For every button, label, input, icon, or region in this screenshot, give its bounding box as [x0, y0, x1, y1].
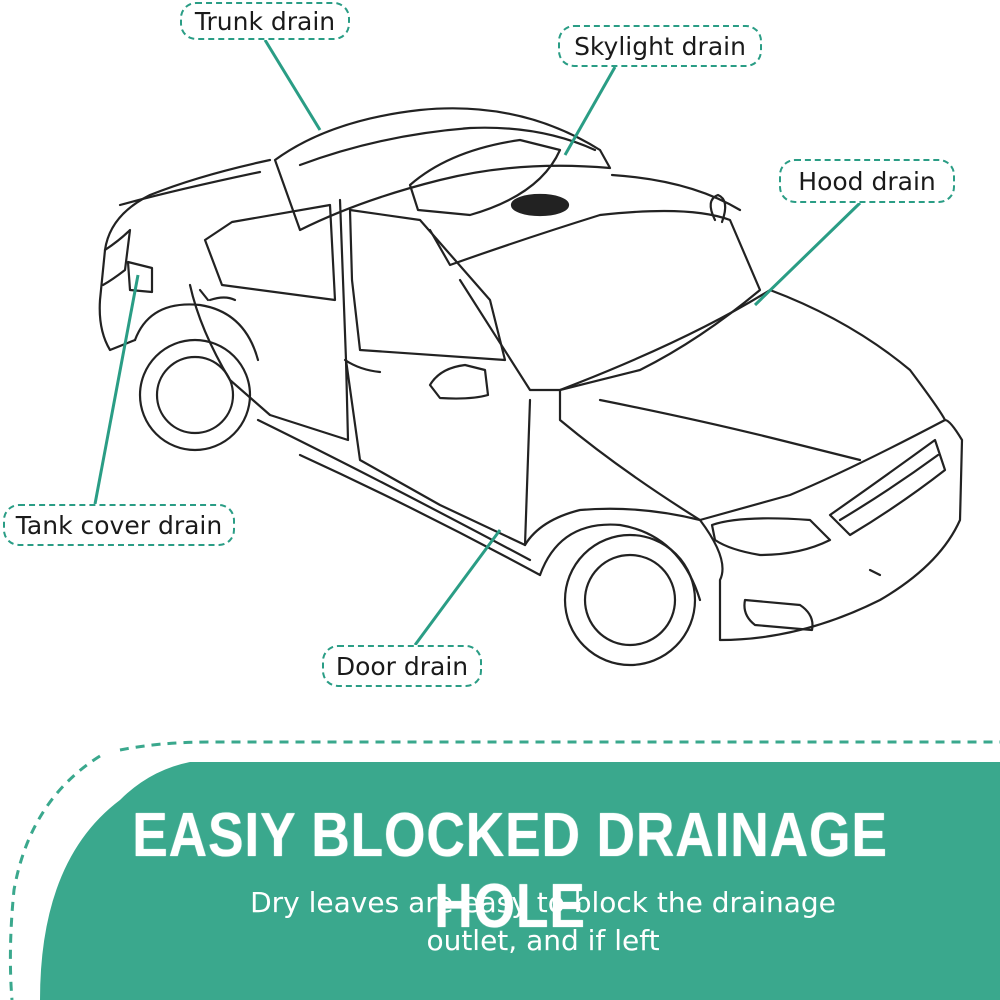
- banner-title: EASIY BLOCKED DRAINAGE HOLE: [132, 801, 888, 941]
- front-wheel: [563, 533, 697, 667]
- front-door: [344, 358, 532, 547]
- fuel-cap: [126, 260, 154, 294]
- skylight-drain-label: Skylight drain: [558, 25, 762, 67]
- headlight: [710, 517, 832, 557]
- trunk-drain-label: Trunk drain: [180, 2, 350, 40]
- tank-cover-drain-leader: [93, 274, 140, 505]
- hood-drain-leader: [753, 201, 862, 307]
- sunroof: [408, 138, 562, 217]
- rear-wheel: [138, 338, 252, 452]
- fog-light: [743, 598, 814, 632]
- banner-fill: [40, 762, 1000, 1000]
- windshield: [428, 209, 762, 392]
- rear-window: [203, 203, 337, 302]
- door-drain-label: Door drain: [322, 645, 482, 687]
- door-drain-leader: [413, 529, 502, 646]
- sunroof-drain-spot: [510, 193, 570, 217]
- side-mirror: [428, 363, 490, 400]
- tail-light: [101, 228, 132, 287]
- car-roof: [273, 107, 612, 232]
- banner-subtitle-line-2: outlet, and if left: [426, 924, 660, 957]
- tank-cover-drain-label: Tank cover drain: [3, 504, 235, 546]
- rear-door: [188, 283, 350, 442]
- hood-drain-label: Hood drain: [779, 159, 955, 203]
- grille: [828, 438, 947, 537]
- banner-dashed-border: [8, 740, 1000, 1000]
- banner-subtitle: Dry leaves are easy to block the drainag…: [200, 884, 886, 960]
- car-rear: [98, 158, 272, 352]
- hood: [558, 288, 947, 522]
- banner-subtitle-line-1: Dry leaves are easy to block the drainag…: [250, 886, 836, 919]
- skylight-drain-leader: [563, 66, 617, 156]
- bottom-banner: [8, 740, 1000, 1000]
- front-window: [348, 208, 507, 362]
- trunk-drain-leader: [263, 39, 322, 131]
